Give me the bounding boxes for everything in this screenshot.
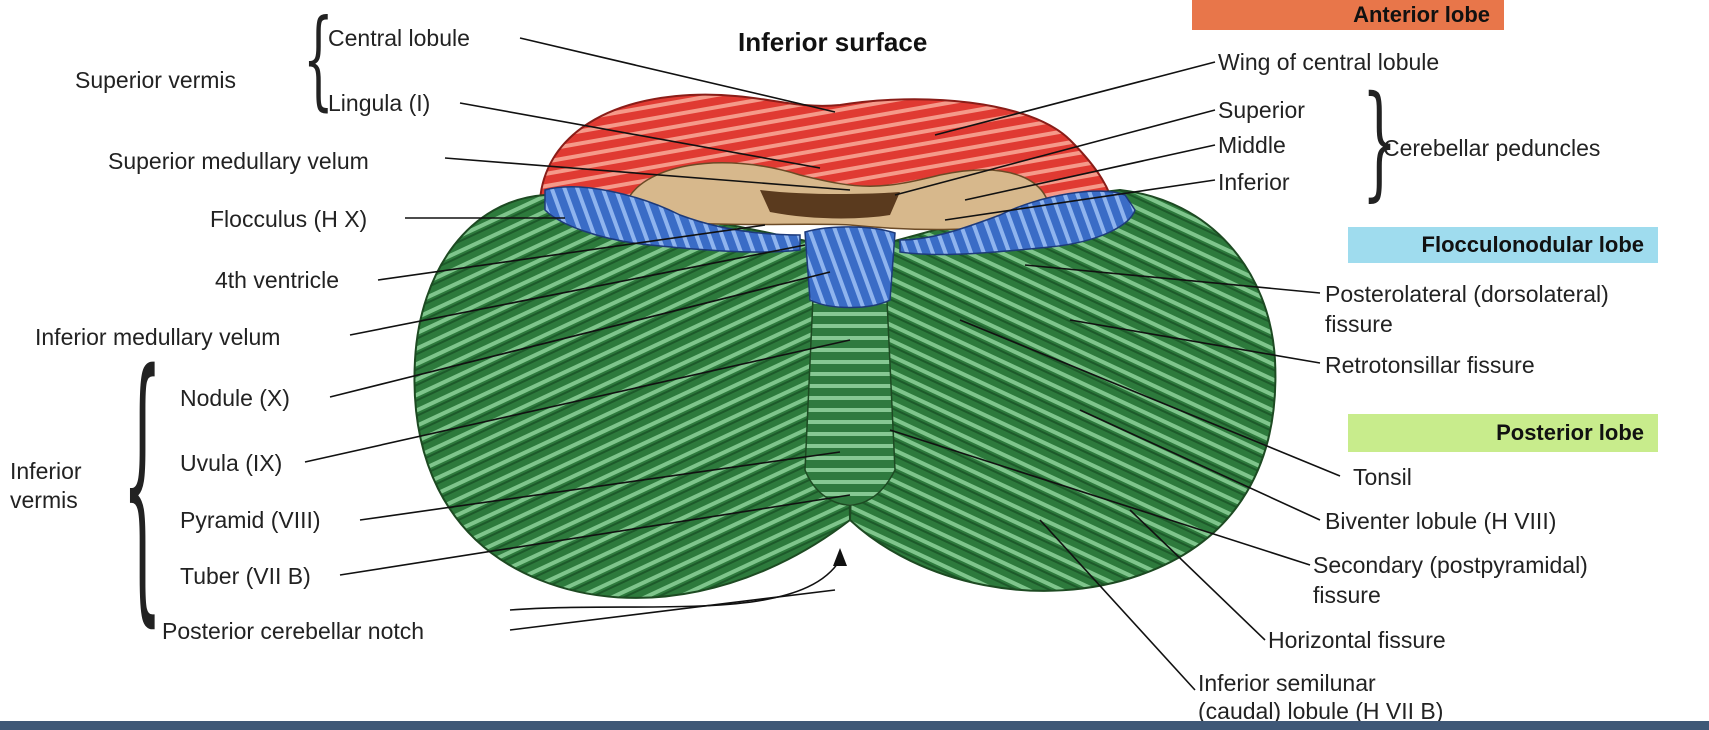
label-superior-peduncle: Superior	[1218, 97, 1305, 123]
inferior-vermis-label-line2: vermis	[10, 487, 78, 513]
cerebellar-peduncles-label: Cerebellar peduncles	[1383, 135, 1600, 161]
label-uvula: Uvula (IX)	[180, 450, 282, 476]
nodule-region	[805, 227, 895, 308]
label-tuber: Tuber (VII B)	[180, 563, 311, 589]
label-wing-central-lobule: Wing of central lobule	[1218, 49, 1439, 75]
anterior-lobe-band: Anterior lobe	[1192, 0, 1504, 30]
notch-arrowhead	[833, 548, 847, 566]
flocculonodular-lobe-band: Flocculonodular lobe	[1348, 227, 1658, 263]
label-inferior-peduncle: Inferior	[1218, 169, 1290, 195]
superior-vermis-label: Superior vermis	[75, 67, 236, 93]
label-pyramid: Pyramid (VIII)	[180, 507, 321, 533]
label-middle-peduncle: Middle	[1218, 132, 1286, 158]
label-posterior-cerebellar-notch: Posterior cerebellar notch	[162, 618, 424, 644]
cerebellar-peduncles-brace: }	[1362, 80, 1398, 204]
label-flocculus: Flocculus (H X)	[210, 206, 367, 232]
diagram-title: Inferior surface	[738, 27, 927, 58]
label-secondary-fissure-line1: Secondary (postpyramidal)	[1313, 552, 1588, 578]
label-tonsil: Tonsil	[1353, 464, 1412, 490]
posterior-lobe-band: Posterior lobe	[1348, 414, 1658, 452]
label-posterolateral-fissure-line1: Posterolateral (dorsolateral)	[1325, 281, 1609, 307]
inferior-vermis-label-line1: Inferior	[10, 458, 82, 484]
label-nodule: Nodule (X)	[180, 385, 290, 411]
inferior-vermis-brace: {	[122, 338, 163, 628]
label-biventer-lobule: Biventer lobule (H VIII)	[1325, 508, 1556, 534]
label-inferior-medullary-velum: Inferior medullary velum	[35, 324, 280, 350]
label-posterolateral-fissure-line2: fissure	[1325, 311, 1393, 337]
label-superior-medullary-velum: Superior medullary velum	[108, 148, 369, 174]
bottom-bar	[0, 721, 1709, 730]
label-lingula: Lingula (I)	[328, 90, 430, 116]
left-hemisphere	[414, 195, 850, 598]
label-retrotonsillar-fissure: Retrotonsillar fissure	[1325, 352, 1535, 378]
label-secondary-fissure-line2: fissure	[1313, 582, 1381, 608]
label-central-lobule: Central lobule	[328, 25, 470, 51]
label-fourth-ventricle: 4th ventricle	[215, 267, 339, 293]
label-horizontal-fissure: Horizontal fissure	[1268, 627, 1446, 653]
label-inferior-semilunar-line1: Inferior semilunar	[1198, 670, 1376, 696]
